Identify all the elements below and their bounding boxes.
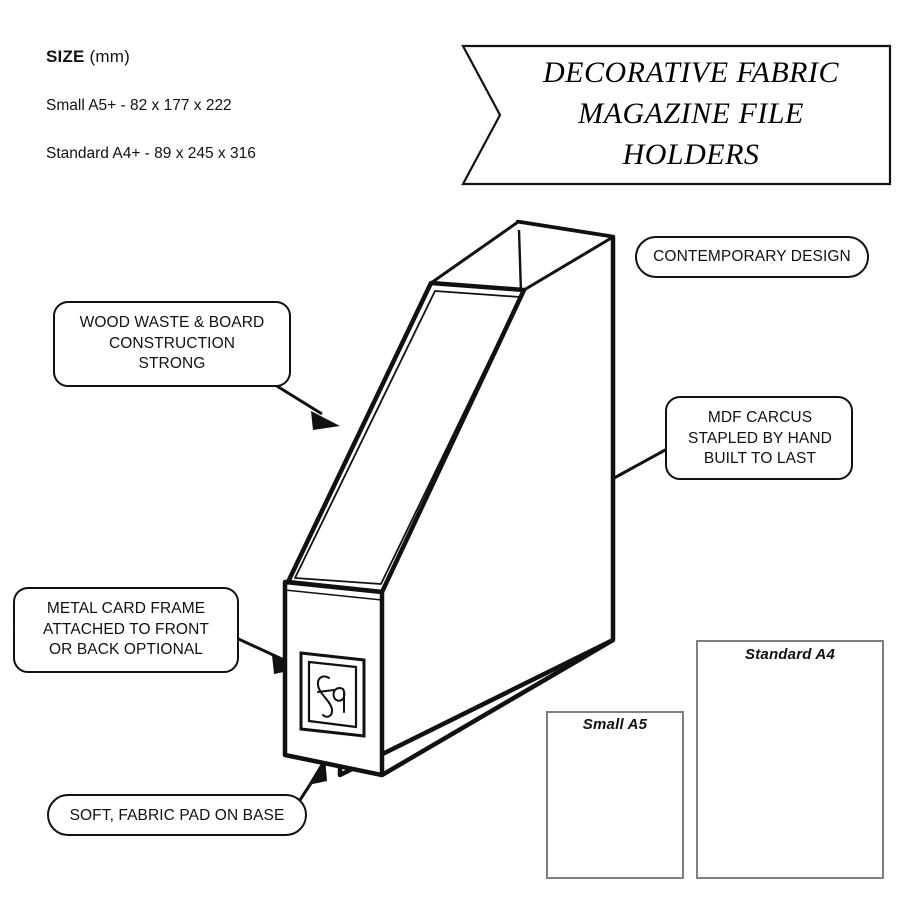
banner-title-line-2: MAGAZINE FILE bbox=[578, 97, 804, 130]
size-box-label-standard-a4: Standard A4 bbox=[745, 646, 835, 663]
callout-label-contemporary-design: CONTEMPORARY DESIGN bbox=[653, 248, 851, 265]
magazine-file-holder-illustration bbox=[282, 219, 616, 778]
callout-box-wood[interactable] bbox=[53, 301, 291, 387]
callout-label-wood-waste: WOOD WASTE & BOARD CONSTRUCTION STRONG bbox=[79, 314, 265, 372]
product-spine-top-edge bbox=[284, 589, 383, 601]
callout-box-fabric-pad[interactable] bbox=[47, 794, 307, 836]
size-heading-unit: (mm) bbox=[84, 47, 130, 66]
card-frame-script-mark bbox=[316, 675, 346, 718]
arrow-wood-waste bbox=[271, 381, 340, 430]
banner-title-line-1: DECORATIVE FABRIC bbox=[543, 56, 839, 89]
banner-title-line-3: HOLDERS bbox=[622, 138, 760, 171]
banner-title: DECORATIVE FABRIC MAGAZINE FILE HOLDERS bbox=[500, 52, 882, 175]
banner-ribbon-shape bbox=[461, 44, 892, 186]
callout-box-metal-frame[interactable] bbox=[13, 587, 239, 673]
size-box-label-small-a5: Small A5 bbox=[582, 716, 648, 733]
callout-box-contemporary[interactable] bbox=[635, 236, 869, 278]
callout-label-mdf-carcus: MDF CARCUS STAPLED BY HAND BUILT TO LAST bbox=[688, 409, 832, 467]
callout-label-fabric-pad: SOFT, FABRIC PAD ON BASE bbox=[69, 807, 285, 824]
product-left-panel-thickness bbox=[294, 290, 521, 585]
callout-label-metal-card-frame: METAL CARD FRAME ATTACHED TO FRONT OR BA… bbox=[43, 600, 209, 658]
size-spec-line-small: Small A5+ - 82 x 177 x 222 bbox=[46, 97, 232, 114]
product-base-edge bbox=[380, 638, 615, 777]
size-spec-line-standard: Standard A4+ - 89 x 245 x 316 bbox=[46, 145, 256, 162]
product-peak-fold-line bbox=[517, 229, 523, 294]
size-heading-bold: SIZE bbox=[46, 47, 85, 66]
callout-box-mdf[interactable] bbox=[665, 396, 853, 480]
size-spec-heading: SIZE (mm) bbox=[46, 48, 130, 65]
size-box-small-a5 bbox=[546, 711, 684, 879]
size-box-standard-a4 bbox=[696, 640, 884, 879]
